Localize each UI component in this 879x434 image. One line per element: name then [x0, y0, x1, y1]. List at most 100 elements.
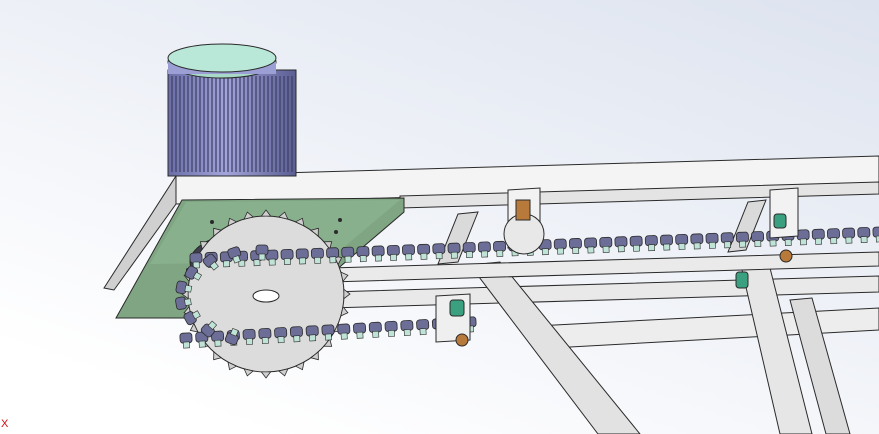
sprocket-tooth: [227, 217, 238, 227]
chain-link: [553, 238, 567, 255]
chain-link: [584, 237, 598, 254]
sprocket-tooth: [310, 227, 319, 237]
chain-link: [184, 265, 202, 281]
sprocket-tooth: [294, 361, 305, 371]
chain-link: [857, 227, 871, 243]
chain-link: [432, 243, 446, 260]
chain-link: [183, 310, 201, 326]
frame-top-structure[interactable]: [103, 155, 879, 291]
sprocket-tooth: [243, 211, 255, 220]
chain-link: [826, 228, 840, 245]
chain-link: [735, 231, 749, 248]
idler-bracket-right: [769, 187, 799, 239]
chain-link: [280, 249, 294, 265]
bearing-mid: [735, 271, 749, 289]
sprocket-tooth: [277, 211, 289, 220]
chain-link: [660, 234, 673, 251]
chain-link: [690, 233, 704, 250]
coordinate-triad-axis-label: X: [1, 418, 9, 430]
chain-link: [417, 243, 431, 260]
chain-link: [371, 245, 385, 262]
chain-link: [599, 236, 613, 253]
chain-link: [341, 246, 355, 263]
chain-link: [295, 248, 309, 265]
chain-link: [175, 280, 193, 295]
sprocket-tooth: [294, 217, 305, 227]
chain-link: [353, 322, 367, 339]
chain-link: [462, 242, 476, 259]
chain-link: [477, 241, 491, 258]
sprocket-tooth: [277, 368, 289, 377]
chain-link: [310, 247, 324, 264]
chain-link: [175, 296, 192, 310]
chain-link: [384, 320, 398, 337]
sprocket-tooth: [227, 361, 238, 371]
bearing-right: [773, 213, 787, 229]
sprocket-tooth: [343, 288, 351, 300]
sprocket-bore: [252, 289, 280, 303]
sprocket-tooth: [213, 351, 222, 361]
idler-assembly-right[interactable]: [769, 187, 799, 263]
chain-link: [200, 320, 218, 338]
sprocket-tooth: [323, 241, 333, 250]
motor-cap-top: [167, 43, 277, 73]
sprocket-tooth: [323, 338, 333, 347]
sprocket-tooth: [213, 227, 222, 237]
chain-link: [211, 330, 225, 347]
sprocket-tooth: [199, 241, 209, 250]
sprocket-tooth: [260, 371, 272, 379]
chain-link: [202, 253, 219, 271]
chain-link: [811, 228, 825, 245]
idler-shaft: [515, 199, 531, 221]
motor-cooling-fins: [171, 76, 293, 172]
chain-link: [179, 332, 193, 349]
frame-lower-structure[interactable]: [329, 261, 879, 434]
chain-link: [402, 244, 415, 261]
chain-link: [751, 231, 765, 248]
chain-link: [842, 227, 856, 244]
sprocket-tooth: [243, 368, 255, 377]
chain-link: [675, 233, 689, 250]
chain-link: [305, 325, 319, 342]
chain-link: [447, 242, 461, 259]
chain-link: [629, 235, 643, 252]
chain-link: [274, 327, 288, 344]
tensioner-lower: [455, 333, 469, 347]
lower-bearing-block[interactable]: [435, 271, 749, 347]
chain-link: [224, 327, 239, 346]
sprocket-tooth: [340, 271, 349, 283]
chain-link: [326, 247, 340, 264]
chain-link: [720, 232, 734, 249]
chain-link: [796, 229, 810, 246]
chain-link: [386, 244, 400, 261]
bearing-lower: [449, 299, 465, 317]
sprocket-tooth: [340, 305, 349, 317]
chain-link: [242, 328, 256, 345]
chain-link: [227, 246, 242, 264]
chain-link: [356, 246, 370, 263]
chain-link: [614, 236, 628, 253]
frame-leg-right: [789, 297, 851, 434]
chain-link: [644, 235, 658, 252]
chain-link: [568, 238, 582, 254]
sprocket-tooth: [189, 322, 199, 333]
drive-motor[interactable]: [167, 43, 297, 177]
drive-chain-wrap[interactable]: [175, 244, 269, 346]
chain-link: [265, 249, 279, 266]
sprocket-tooth: [310, 351, 319, 361]
chain-link: [189, 252, 203, 269]
chain-link: [289, 326, 303, 343]
chain-link: [493, 240, 507, 257]
chain-link: [321, 324, 335, 341]
idler-assembly-left[interactable]: [503, 187, 545, 255]
chain-link: [337, 323, 351, 340]
chain-link: [255, 244, 269, 261]
chain-link: [705, 232, 719, 249]
sprocket-tooth: [260, 209, 272, 217]
chain-link: [368, 321, 382, 338]
chain-link: [400, 319, 414, 337]
chain-link: [258, 327, 272, 345]
